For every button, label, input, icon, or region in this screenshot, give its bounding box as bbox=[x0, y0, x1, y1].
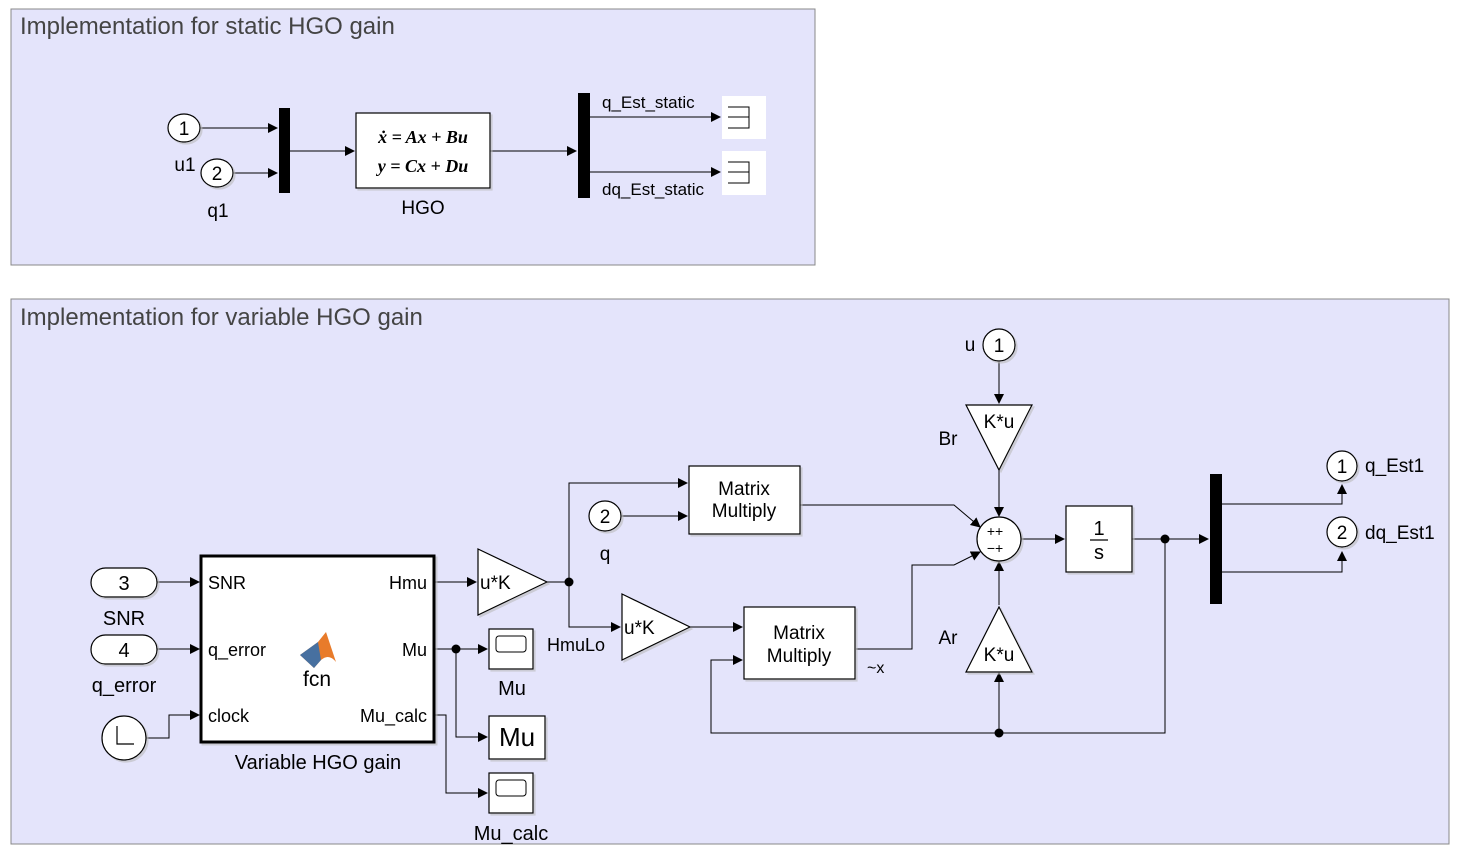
variable-area-title: Implementation for variable HGO gain bbox=[20, 304, 423, 331]
signal-label-q-est-static: q_Est_static bbox=[602, 93, 695, 112]
static-demux-block[interactable] bbox=[578, 93, 590, 198]
static-area-title: Implementation for static HGO gain bbox=[20, 13, 395, 40]
fcn-port-mu-calc: Mu_calc bbox=[360, 706, 427, 727]
fcn-port-snr: SNR bbox=[208, 573, 246, 593]
static-signal-lines bbox=[201, 112, 721, 178]
gain-block-1[interactable]: u*K bbox=[477, 548, 549, 616]
gain-1-text: u*K bbox=[480, 573, 511, 594]
fcn-port-q-error: q_error bbox=[208, 640, 266, 661]
matmul-2-line-1: Matrix bbox=[773, 623, 825, 644]
state-space-equation-2: y = Cx + Du bbox=[376, 156, 469, 176]
inport-q1-number: 2 bbox=[212, 164, 223, 185]
sum-block[interactable]: ++ −+ bbox=[976, 516, 1022, 562]
gain-block-hmulo[interactable]: u*K HmuLo bbox=[547, 593, 692, 661]
gain-block-ar[interactable]: K*u Ar bbox=[939, 605, 1033, 673]
inport-q-error-number: 4 bbox=[118, 640, 129, 662]
scope-mu[interactable]: Mu bbox=[488, 628, 534, 700]
gain-block-br[interactable]: K*u Br bbox=[939, 404, 1033, 472]
outport-q-est1-number: 1 bbox=[1337, 457, 1348, 478]
variable-hgo-gain-block[interactable]: SNR q_error clock Hmu Mu Mu_calc fcn Var… bbox=[199, 554, 436, 774]
matmul-1-line-1: Matrix bbox=[718, 479, 770, 500]
display-mu[interactable]: Mu bbox=[488, 715, 546, 760]
gain-ar-text: K*u bbox=[984, 645, 1015, 666]
gain-br-text: K*u bbox=[984, 412, 1015, 433]
fcn-label: fcn bbox=[303, 668, 331, 691]
terminator-bottom[interactable] bbox=[722, 151, 766, 195]
integrator-numerator: 1 bbox=[1093, 518, 1104, 540]
inport-u1[interactable]: 1 u1 bbox=[167, 113, 201, 176]
outport-q-est1[interactable]: 1 q_Est1 bbox=[1326, 450, 1424, 482]
matrix-multiply-block-2[interactable]: Matrix Multiply ~x bbox=[743, 606, 884, 680]
inport-q1-name: q1 bbox=[207, 201, 228, 222]
state-space-hgo-block[interactable]: ẋ = Ax + Bu y = Cx + Du HGO bbox=[355, 112, 491, 219]
matrix-multiply-block-1[interactable]: Matrix Multiply bbox=[688, 465, 801, 535]
inport-snr-name: SNR bbox=[103, 608, 145, 630]
inport-u[interactable]: 1 u bbox=[965, 328, 1016, 362]
matlab-logo-icon bbox=[300, 632, 336, 668]
scope-mu-calc[interactable]: Mu_calc bbox=[474, 772, 548, 845]
inport-snr[interactable]: 3 SNR bbox=[90, 567, 158, 630]
inport-q-name: q bbox=[600, 544, 611, 565]
fcn-port-mu: Mu bbox=[402, 640, 427, 660]
fcn-port-hmu: Hmu bbox=[389, 573, 427, 593]
static-mux-block[interactable] bbox=[279, 108, 290, 193]
integrator-denominator: s bbox=[1094, 542, 1104, 564]
fcn-port-clock: clock bbox=[208, 706, 250, 726]
matmul-2-line-2: Multiply bbox=[767, 646, 832, 667]
terminator-top[interactable] bbox=[722, 96, 766, 139]
signal-label-dq-est-static: dq_Est_static bbox=[602, 180, 705, 199]
branch-points bbox=[451, 534, 1170, 738]
inport-q-error-name: q_error bbox=[92, 675, 157, 697]
gain-2-text: u*K bbox=[624, 618, 655, 639]
variable-demux-block[interactable] bbox=[1210, 474, 1222, 604]
gain-hmulo-name: HmuLo bbox=[547, 635, 605, 655]
variable-signal-lines bbox=[146, 362, 1347, 798]
inport-u1-number: 1 bbox=[179, 119, 190, 140]
scope-mu-name: Mu bbox=[498, 678, 526, 700]
scope-mu-calc-name: Mu_calc bbox=[474, 823, 548, 845]
inport-u1-name: u1 bbox=[174, 155, 195, 176]
outport-dq-est1-number: 2 bbox=[1337, 523, 1348, 544]
outport-dq-est1-name: dq_Est1 bbox=[1365, 523, 1435, 544]
outport-q-est1-name: q_Est1 bbox=[1365, 456, 1424, 477]
state-space-equation-1: ẋ = Ax + Bu bbox=[377, 127, 468, 147]
clock-icon bbox=[116, 726, 134, 745]
gain-ar-name: Ar bbox=[939, 628, 959, 649]
signal-label-x-tilde: ~x bbox=[867, 660, 884, 677]
matmul-1-line-2: Multiply bbox=[712, 501, 777, 522]
display-mu-text: Mu bbox=[499, 722, 535, 752]
fcn-block-name: Variable HGO gain bbox=[235, 752, 401, 774]
inport-u-number: 1 bbox=[994, 336, 1005, 357]
integrator-block[interactable]: 1 s bbox=[1065, 505, 1133, 573]
outport-dq-est1[interactable]: 2 dq_Est1 bbox=[1326, 516, 1435, 548]
gain-br-name: Br bbox=[939, 429, 959, 450]
inport-q-error[interactable]: 4 q_error bbox=[90, 634, 158, 697]
sum-signs-top: ++ bbox=[987, 523, 1003, 539]
inport-q1[interactable]: 2 q1 bbox=[200, 158, 234, 222]
inport-q-number: 2 bbox=[600, 507, 611, 528]
state-space-name: HGO bbox=[401, 198, 444, 219]
inport-q[interactable]: 2 q bbox=[588, 500, 622, 565]
inport-u-name: u bbox=[965, 335, 976, 356]
clock-block[interactable] bbox=[101, 715, 147, 761]
sum-signs-bottom: −+ bbox=[987, 540, 1003, 556]
inport-snr-number: 3 bbox=[118, 573, 129, 595]
